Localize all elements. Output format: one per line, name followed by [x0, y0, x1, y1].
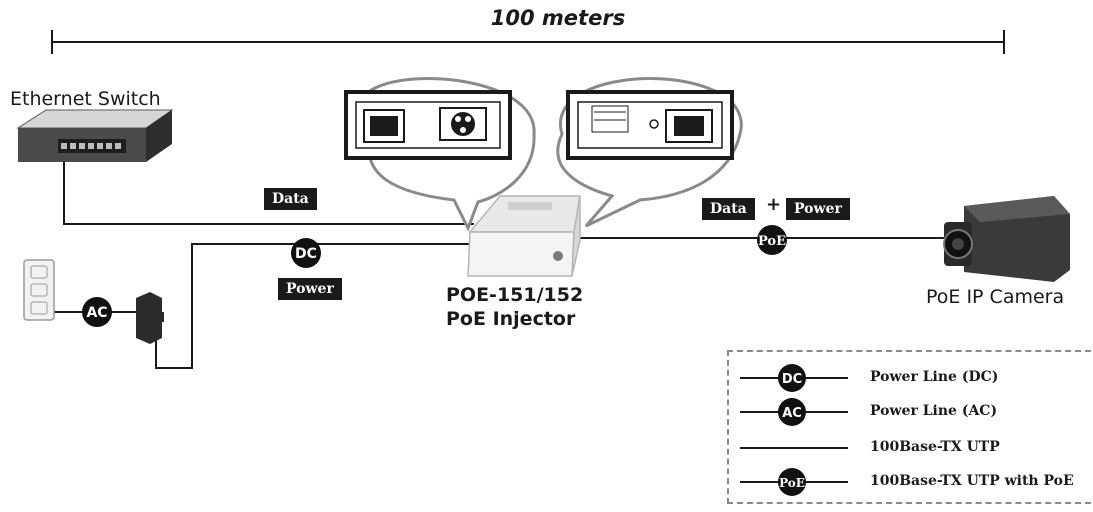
svg-text:AC: AC — [86, 305, 107, 321]
svg-text:PoE: PoE — [758, 234, 786, 249]
injector-label: POE-151/152 PoE Injector — [446, 283, 583, 331]
legend-dc-badge: DC — [778, 364, 806, 392]
power-tag-left: Power — [278, 278, 342, 300]
svg-text:AC: AC — [782, 406, 802, 421]
legend-label-dc: Power Line (DC) — [870, 369, 999, 385]
wall-outlet-icon — [23, 259, 55, 321]
svg-text:PoE: PoE — [779, 476, 805, 490]
distance-bracket — [51, 30, 1005, 54]
injector-name: PoE Injector — [446, 308, 576, 330]
ethernet-switch-label: Ethernet Switch — [10, 88, 161, 110]
dc-badge: DC — [291, 238, 321, 268]
legend-box — [727, 350, 1091, 504]
injector-model: POE-151/152 — [446, 284, 584, 306]
legend-label-utp-poe: 100Base-TX UTP with PoE — [870, 473, 1074, 489]
dc-power-line — [155, 243, 476, 369]
data-tag-right: Data — [702, 198, 755, 220]
power-adapter-icon — [136, 292, 164, 344]
ethernet-switch-icon — [16, 109, 174, 162]
data-tag-left: Data — [264, 188, 317, 210]
svg-text:DC: DC — [295, 246, 317, 262]
legend-ac-badge: AC — [778, 398, 806, 426]
plus-sign: + — [766, 194, 782, 215]
poe-badge: PoE — [757, 225, 787, 255]
ip-camera-label: PoE IP Camera — [926, 286, 1065, 308]
legend-label-utp: 100Base-TX UTP — [870, 439, 1000, 455]
power-tag-right: Power — [786, 198, 850, 220]
injector-input-panel-bubble — [344, 77, 536, 232]
poe-injector-icon — [467, 195, 581, 277]
svg-text:DC: DC — [782, 372, 802, 387]
distance-label: 100 meters — [490, 6, 626, 30]
injector-output-panel-bubble — [556, 77, 743, 228]
data-line — [63, 162, 474, 225]
ip-camera-icon — [943, 196, 1070, 282]
ac-badge: AC — [82, 297, 112, 327]
legend-label-ac: Power Line (AC) — [870, 403, 998, 419]
legend-poe-badge: PoE — [778, 468, 806, 496]
